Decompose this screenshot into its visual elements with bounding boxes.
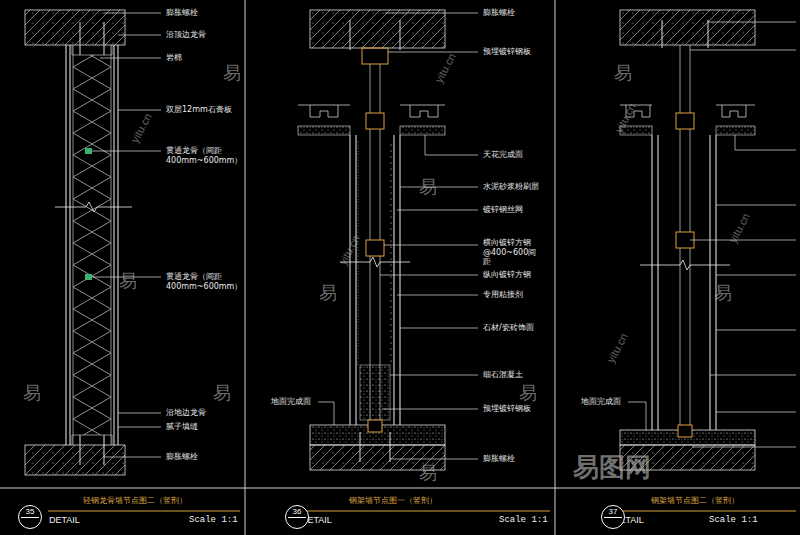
steel-wall-section-b: [620, 10, 796, 470]
watermark: yitu.cn: [726, 210, 754, 246]
callout-label: 横向镀锌方钢 @400~600间距: [482, 238, 542, 267]
callout-label: 细石混凝土: [482, 370, 524, 380]
watermark: 易: [22, 382, 42, 404]
detail-bubble: 35: [18, 505, 42, 529]
watermark: 易: [118, 270, 138, 292]
watermark: 易: [518, 382, 538, 404]
watermark: 易: [318, 282, 338, 304]
bubble-divider: [21, 517, 39, 518]
watermark: 易: [713, 282, 733, 304]
callout-label: 纵向镀锌方钢: [482, 270, 532, 280]
detail-title: 钢架墙节点图一（竖剖）: [348, 496, 438, 506]
detail-bubble: 37: [601, 505, 625, 529]
callout-label: 地面完成面: [580, 397, 622, 407]
watermark: 易图网: [572, 452, 652, 483]
callout-label: 膨胀螺栓: [165, 452, 199, 462]
detail-title: 钢架墙节点图二（竖剖）: [650, 496, 740, 506]
callout-label: 地面完成面: [270, 397, 312, 407]
callout-label: 预埋镀锌钢板: [482, 47, 532, 57]
steel-wall-section-a: [298, 10, 478, 470]
scale-note: Scale 1:1: [498, 515, 549, 526]
detail-number: 36: [286, 507, 308, 517]
callout-label: 双层12mm石膏板: [165, 105, 233, 115]
scale-note: Scale 1:1: [708, 515, 759, 526]
watermark: yitu.cn: [612, 100, 640, 136]
callout-label: 天花完成面: [482, 150, 524, 160]
callout-label: 石材/瓷砖饰面: [482, 323, 535, 333]
callout-label: 水泥砂浆粉刷层: [482, 182, 540, 192]
stud-wall-section: [25, 10, 161, 475]
callout-label: 专用粘接剂: [482, 290, 524, 300]
callout-label: 腻子填缝: [165, 422, 199, 432]
callout-label: 沿顶边龙骨: [165, 30, 207, 40]
detail-tag: DETAIL: [48, 515, 81, 526]
callout-label: 预埋镀锌钢板: [482, 404, 532, 414]
watermark: yitu.cn: [432, 50, 460, 86]
watermark: 易: [418, 462, 438, 484]
callout-label: 镀锌钢丝网: [482, 205, 524, 215]
callout-label: 贯通龙骨（间距 400mm~600mm）: [165, 272, 229, 291]
watermark: yitu.cn: [128, 110, 156, 146]
watermark: yitu.cn: [604, 330, 632, 366]
watermark: 易: [418, 176, 438, 198]
detail-bubble: 36: [285, 505, 309, 529]
callout-label: 沿地边龙骨: [165, 408, 207, 418]
callout-label: 膨胀螺栓: [482, 8, 516, 18]
watermark: 易: [222, 62, 242, 84]
detail-title: 轻钢龙骨墙节点图二（竖剖）: [82, 496, 188, 506]
detail-number: 35: [19, 507, 41, 517]
callout-label: 贯通龙骨（间距 400mm~600mm）: [165, 146, 229, 165]
callout-label: 岩棉: [165, 53, 183, 63]
callout-label: 膨胀螺栓: [165, 8, 199, 18]
watermark: yitu.cn: [336, 232, 364, 268]
watermark: 易: [212, 382, 232, 404]
scale-note: Scale 1:1: [188, 515, 239, 526]
callout-label: 膨胀螺栓: [482, 454, 516, 464]
bubble-divider: [604, 517, 622, 518]
watermark: 易: [613, 62, 633, 84]
detail-number: 37: [602, 507, 624, 517]
bubble-divider: [288, 517, 306, 518]
